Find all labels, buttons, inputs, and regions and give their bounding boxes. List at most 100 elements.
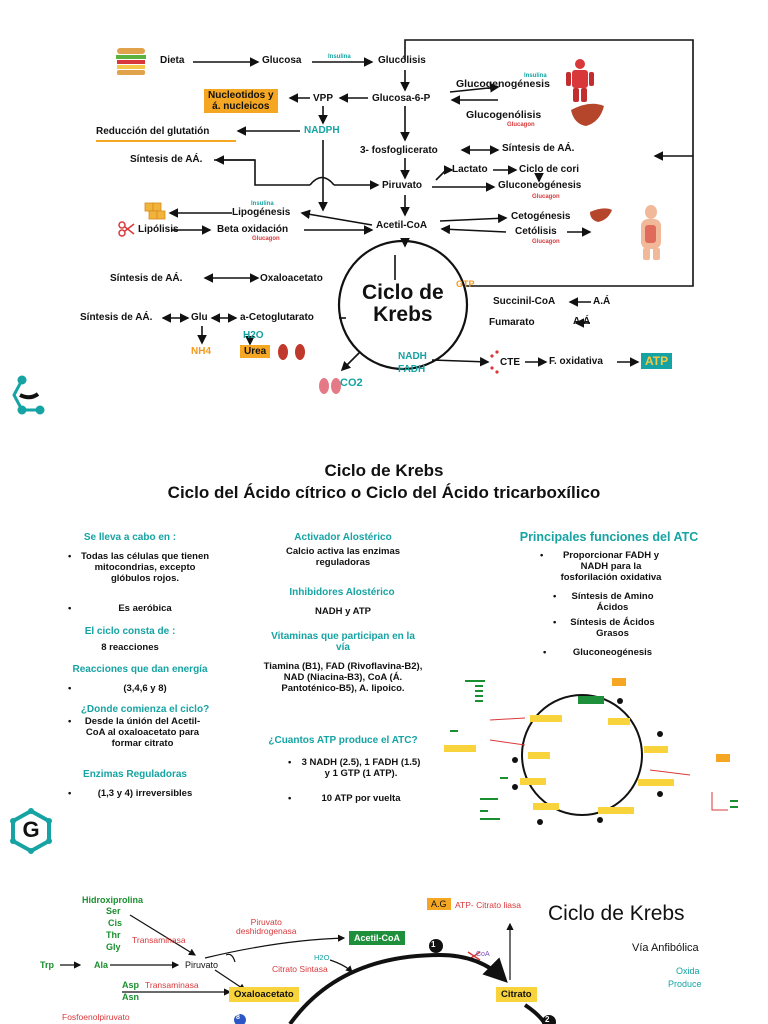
node-co2: CO2 (340, 377, 363, 389)
node-3-fosfoglicerato: 3- fosfoglicerato (360, 145, 438, 156)
node-vpp: VPP (313, 93, 334, 104)
node-glucogenolisis: Glucogenólisis (466, 109, 542, 121)
aa-thr: Thr (106, 930, 121, 940)
node-piruvato: Piruvato (185, 960, 219, 970)
node-aa: A.Á (573, 316, 591, 327)
kidney-icon (278, 344, 305, 360)
node-sintesis-aa: Síntesis de AÁ. (130, 154, 203, 165)
krebs-cycle-title: Ciclo de Krebs (362, 281, 444, 327)
node-glucogenogenesis: Glucogenogénesis (456, 78, 550, 90)
liver-icon-2 (590, 208, 612, 222)
node-reduccion-glutation: Reducción del glutatión (96, 126, 210, 137)
node-cetogenesis: Cetogénesis (511, 211, 571, 222)
detail-title: Ciclo de Krebs (548, 902, 685, 925)
text-funcion-3: Síntesis de Ácidos Grasos (553, 617, 660, 640)
node-acetil-coa: Acetil-CoA (376, 220, 428, 231)
node-glucosa: Glucosa (262, 55, 302, 66)
label-glucagon: Glucagon (507, 122, 535, 128)
node-glucolisis: Glucólisis (378, 55, 426, 66)
node-h2o: H2O (243, 330, 264, 341)
node-citrato: Citrato (496, 987, 537, 1002)
node-atp: ATP (641, 353, 673, 369)
aa-cis: Cis (108, 918, 123, 928)
text-lugar: Todas las células que tienen mitocondria… (68, 551, 210, 585)
label-insulina: Insulina (524, 73, 547, 79)
brand-logo-icon (12, 375, 45, 415)
node-oxaloacetato: Oxaloacetato (229, 987, 299, 1002)
text-comienza: Desde la únión del Acetil-CoA al oxaloac… (68, 716, 205, 750)
lungs-icon (319, 378, 341, 394)
heading-activador: Activador Alostérico (294, 532, 392, 543)
muscle-figure-icon (566, 59, 594, 102)
cte-red-dots-icon (490, 350, 499, 374)
node-succinil-coa: Succinil-CoA (493, 296, 556, 307)
node-glu: Glu (191, 312, 208, 323)
scissors-icon (118, 221, 135, 237)
label-insulina: Insulina (251, 201, 274, 207)
text-inhibidores: NADH y ATP (315, 606, 371, 617)
node-gluconeogenesis: Gluconeogénesis (498, 180, 582, 191)
summary-subtitle: Ciclo del Ácido cítrico o Ciclo del Ácid… (167, 483, 601, 502)
text-funcion-4: Gluconeogénesis (543, 647, 670, 659)
heading-consta: El ciclo consta de : (84, 626, 176, 637)
node-dieta: Dieta (160, 55, 185, 66)
heading-enzimas: Enzimas Reguladoras (83, 769, 187, 780)
node-urea: Urea (240, 345, 271, 358)
node-fadh: FADH (398, 364, 426, 375)
enzyme-atp-citrato-liasa: ATP- Citrato liasa (455, 900, 521, 910)
heading-atp: ¿Cuantos ATP produce el ATC? (268, 735, 418, 746)
heading-energia: Reacciones que dan energía (72, 664, 208, 675)
enzyme-transaminasa: Transaminasa (145, 980, 199, 990)
liver-icon (571, 103, 604, 126)
step-number-2: 2 (545, 1015, 550, 1024)
node-nadh: NADH (398, 351, 427, 362)
heading-vitaminas: Vitaminas que participan en la vía (271, 631, 415, 653)
node-sintesis-aa: Síntesis de AÁ. (80, 312, 153, 323)
step-number-8: 8 (236, 1014, 240, 1021)
node-piruvato: Piruvato (382, 180, 423, 191)
node-beta-oxidacion: Beta oxidación (217, 224, 289, 235)
text-aerobica: Es aeróbica (68, 603, 210, 615)
heading-funciones: Principales funciones del ATC (519, 530, 699, 544)
g-logo-icon: G (8, 808, 54, 854)
aa-asp: Asp (122, 980, 140, 990)
node-ag: A.G (427, 898, 451, 910)
summary-title: Ciclo de Krebs (324, 461, 444, 480)
detail-produce: Produce (668, 979, 702, 989)
node-ciclo-cori: Ciclo de cori (519, 164, 580, 175)
text-funcion-1: Proporcionar FADH y NADH para la fosfori… (540, 550, 670, 584)
text-activador: Calcio activa las enzimas reguladoras (285, 546, 401, 568)
label-glucagon: Glucagon (252, 236, 280, 242)
node-sintesis-aa: Síntesis de AÁ. (110, 273, 183, 284)
heading-inhibidores: Inhibidores Alostérico (289, 587, 395, 598)
aa-ala: Ala (94, 960, 109, 970)
node-nadph: NADPH (304, 125, 340, 136)
node-gtp: GTP (456, 279, 475, 289)
node-acetil-coa: Acetil-CoA (349, 931, 406, 945)
node-nh4: NH4 (191, 346, 212, 357)
sandwich-icon (116, 48, 146, 75)
node-cte: CTE (500, 357, 520, 368)
node-cetolisis: Cetólisis (515, 226, 557, 237)
node-oxaloacetato: Oxaloacetato (260, 273, 323, 284)
aa-trp: Trp (40, 960, 55, 970)
heading-lugar: Se lleva a cabo en : (83, 532, 177, 543)
detail-oxida: Oxida (676, 966, 700, 976)
enzyme-citrato-sintasa: Citrato Sintasa (272, 964, 328, 974)
text-enzimas: (1,3 y 4) irreversibles (68, 788, 210, 800)
heading-comienza: ¿Donde comienza el ciclo? (80, 704, 210, 715)
label-insulina: Insulina (328, 54, 351, 60)
node-lactato: Lactato (452, 164, 488, 175)
node-nucleotidos: Nucleotidos y á. nucleicos (204, 89, 278, 113)
node-sintesis-aa: Síntesis de AÁ. (502, 143, 575, 154)
enzyme-transaminasa: Transaminasa (132, 935, 186, 945)
node-glucosa-6-p: Glucosa-6-P (372, 93, 431, 104)
text-atp-1: 3 NADH (2.5), 1 FADH (1.5) y 1 GTP (1 AT… (288, 757, 422, 780)
label-coa: CoA (476, 951, 490, 958)
node-fosfoenolpiruvato: Fosfoenolpiruvato (62, 1012, 130, 1022)
node-f-oxidativa: F. oxidativa (549, 356, 603, 367)
node-lipogenesis: Lipogénesis (232, 207, 291, 218)
